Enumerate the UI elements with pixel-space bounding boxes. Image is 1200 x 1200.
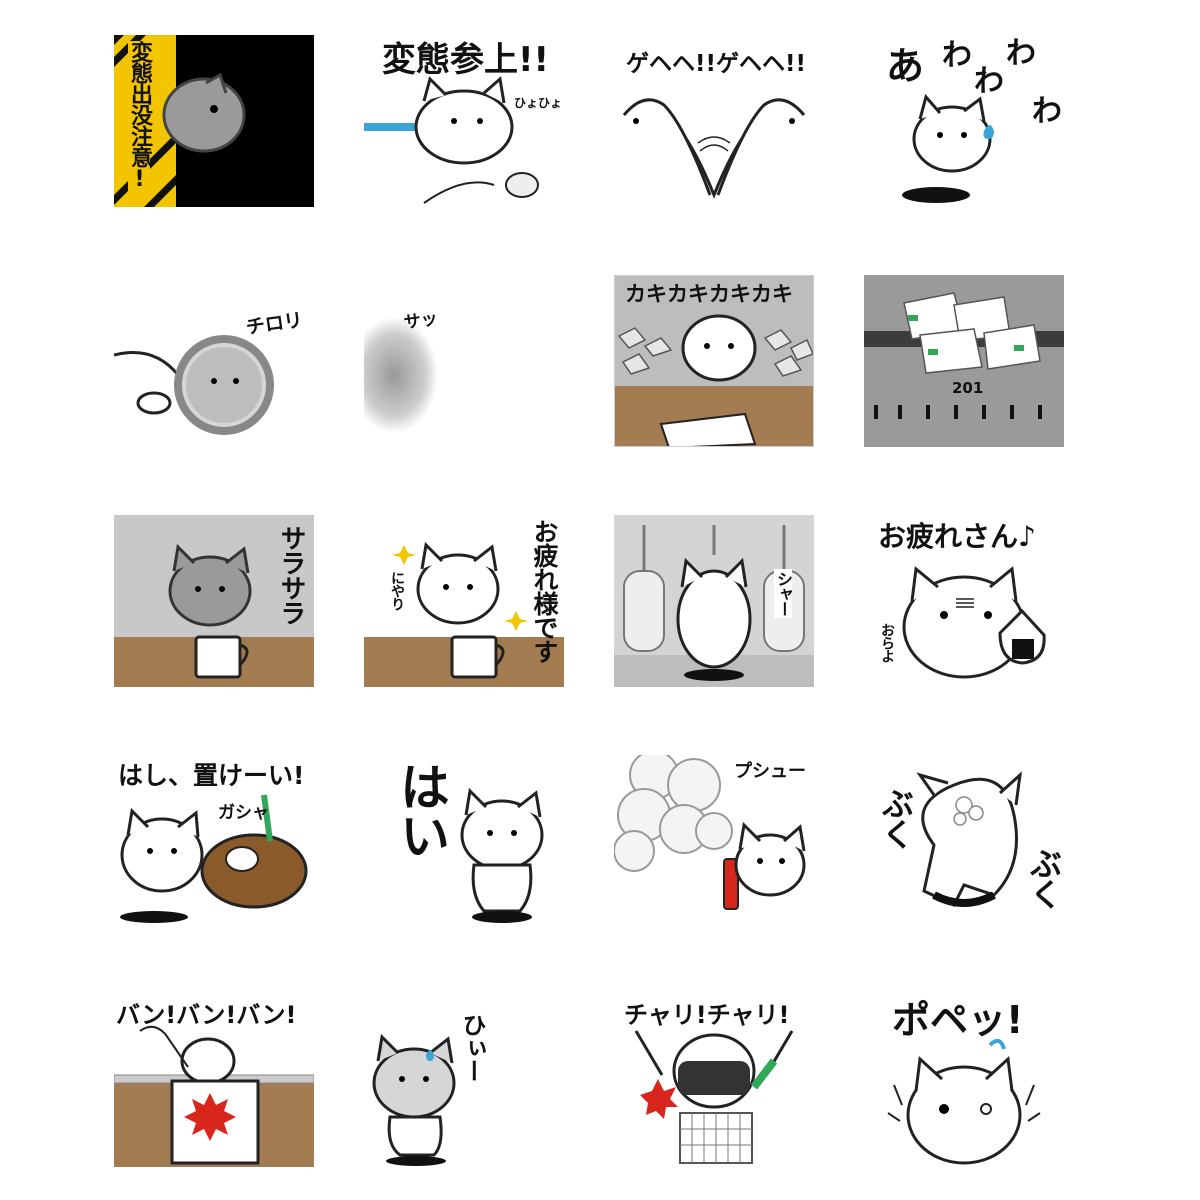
sticker-15-caption: プシュー: [734, 761, 806, 782]
sticker-8-art: [864, 275, 1064, 447]
sticker-10-sub: にやり: [389, 571, 405, 610]
sticker-17-caption: バン!バン!バン!: [116, 1001, 297, 1029]
sticker-17[interactable]: バン!バン!バン!: [114, 995, 314, 1167]
sticker-1[interactable]: 変態出没注意!: [114, 35, 314, 207]
sticker-10-caption: お疲れ様です: [530, 519, 559, 663]
sticker-7-art: [615, 276, 813, 446]
sticker-11[interactable]: シャー: [614, 515, 814, 687]
sticker-9-caption: サラサラ: [276, 525, 306, 625]
sticker-2[interactable]: 変態参上!! ひょひょ: [364, 35, 564, 207]
sticker-16-caption-2: ぶく: [1025, 847, 1063, 909]
sticker-3-caption: ゲヘヘ!!ゲヘヘ!!: [626, 51, 806, 77]
sticker-16-art: [916, 771, 1023, 907]
sticker-11-caption: シャー: [774, 569, 793, 618]
sticker-3[interactable]: ゲヘヘ!!ゲヘヘ!!: [614, 35, 814, 207]
sticker-9[interactable]: サラサラ: [114, 515, 314, 687]
sticker-18-art: [372, 1033, 456, 1166]
sticker-13-caption: はし、置けーい!: [118, 761, 305, 790]
sticker-4-char-2: わ: [942, 38, 972, 73]
sticker-12[interactable]: お疲れさん♪ おらよ: [864, 515, 1064, 687]
sticker-4-char-5: わ: [1032, 94, 1062, 129]
sticker-18-caption: ひぃー: [458, 1013, 486, 1082]
sticker-14-art: [460, 787, 544, 923]
sticker-12-art: [902, 566, 1046, 679]
sticker-4-char-1: あ: [886, 44, 925, 88]
sticker-9-art: [114, 515, 314, 687]
sticker-15[interactable]: プシュー: [614, 755, 814, 927]
sticker-20-art: [887, 1038, 1041, 1165]
sticker-3-art: [622, 98, 806, 200]
sticker-19-art: [634, 1030, 794, 1164]
sticker-18[interactable]: ひぃー: [364, 995, 564, 1167]
sticker-5[interactable]: チロリ: [114, 275, 314, 447]
sticker-14[interactable]: はい: [364, 755, 564, 927]
sticker-12-sub: おらよ: [879, 623, 895, 662]
sticker-1-caption: 変態出没注意!: [127, 41, 152, 191]
sticker-7[interactable]: カキカキカキカキ: [614, 275, 814, 447]
sticker-2-art: [364, 76, 539, 204]
sticker-8-label: 201: [952, 379, 984, 397]
sticker-13-art: [120, 794, 308, 923]
sticker-5-art: [114, 335, 274, 435]
sticker-2-caption: 変態参上!!: [382, 40, 550, 80]
sticker-6-caption: サッ: [402, 308, 440, 334]
sticker-20-caption: ポペッ!: [892, 998, 1024, 1042]
sticker-16-caption: ぶく: [877, 787, 915, 849]
sticker-13-sub: ガシャ: [218, 803, 269, 823]
sticker-4-char-3: わ: [974, 64, 1004, 99]
sticker-12-caption: お疲れさん♪: [878, 520, 1036, 553]
sticker-16[interactable]: ぶく ぶく: [864, 755, 1064, 927]
sticker-6[interactable]: サッ: [364, 275, 564, 447]
sticker-20[interactable]: ポペッ!: [864, 995, 1064, 1167]
sticker-4-char-4: わ: [1006, 36, 1036, 71]
sticker-15-art: [614, 755, 806, 910]
sticker-7-caption: カキカキカキカキ: [625, 282, 793, 306]
sticker-2-sub: ひょひょ: [514, 96, 563, 110]
sticker-8[interactable]: 201: [864, 275, 1064, 447]
sticker-19[interactable]: チャリ!チャリ!: [614, 995, 814, 1167]
sticker-19-caption: チャリ!チャリ!: [624, 1001, 790, 1029]
sticker-13[interactable]: はし、置けーい! ガシャ: [114, 755, 314, 927]
sticker-10-art: [364, 541, 564, 687]
sticker-4[interactable]: あ わ わ わ わ: [864, 35, 1064, 207]
sticker-6-art: [364, 317, 438, 433]
sticker-14-caption: はい: [392, 761, 450, 859]
sticker-17-art: [114, 1025, 314, 1167]
sticker-4-art: [902, 93, 994, 203]
sticker-10[interactable]: お疲れ様です にやり: [364, 515, 564, 687]
